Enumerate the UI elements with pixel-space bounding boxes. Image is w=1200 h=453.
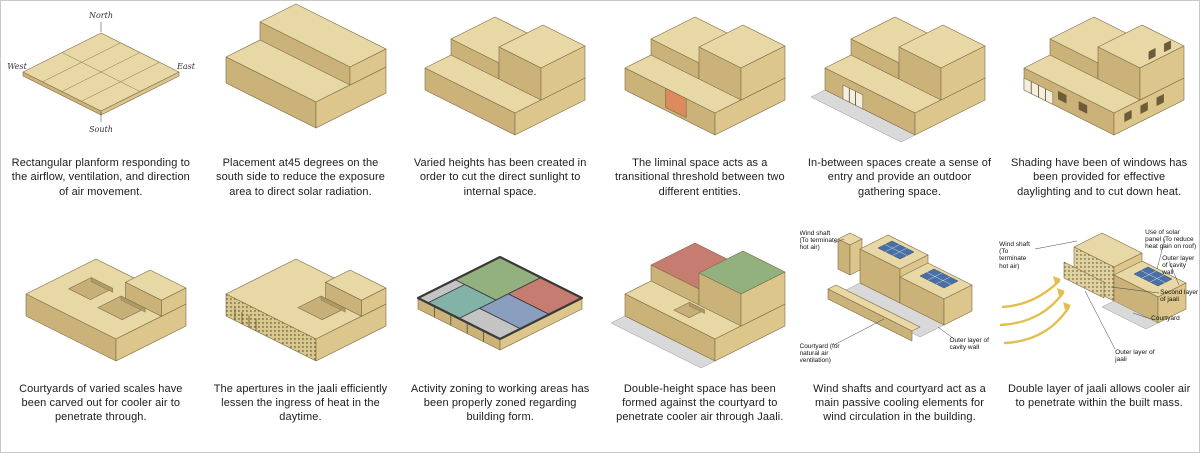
panel-caption: Activity zoning to working areas has bee…: [410, 382, 590, 424]
placement-diagram: [201, 3, 401, 153]
wind-shafts-diagram: Wind shaft (To terminate hot air) Courty…: [800, 229, 1000, 379]
courtyard-floor: [1101, 300, 1159, 329]
cavity-wall: [827, 284, 920, 341]
placement-svg: [225, 3, 386, 129]
panel-placement-45: Placement at45 degrees on the south side…: [201, 1, 401, 227]
jaali-svg: [225, 258, 386, 361]
panel-window-shading: Shading have been of windows has been pr…: [999, 1, 1199, 227]
courtyards-svg: [25, 258, 187, 361]
shaded-windows: [1058, 40, 1172, 122]
panel-caption: Courtyards of varied scales have been ca…: [19, 382, 183, 424]
building-mass: [424, 16, 586, 136]
outer-jaali-wall: [1063, 261, 1105, 298]
leader-lines: [833, 238, 954, 345]
panel-caption: Shading have been of windows has been pr…: [1011, 157, 1188, 198]
panel-activity-zoning: Activity zoning to working areas has bee…: [400, 227, 600, 453]
building-mass: [1023, 16, 1185, 136]
upper-block: [125, 269, 187, 317]
compass-east-label: East: [176, 62, 196, 71]
panel-caption: In-between spaces create a sense of entr…: [807, 157, 992, 198]
panel-in-between-spaces: In-between spaces create a sense of entr…: [800, 1, 1000, 227]
panel-double-jaali: Use of solar panel (To reduce heat gain …: [999, 227, 1199, 453]
compass: North South West East: [7, 11, 196, 134]
double-jaali-svg: [999, 232, 1187, 349]
upper-block: [324, 269, 386, 317]
building-mass: [225, 258, 386, 361]
porch-columns: [234, 308, 256, 331]
panel-wind-shafts: Wind shaft (To terminate hot air) Courty…: [800, 227, 1000, 453]
panel-planform: North South West East Rectangular planfo…: [1, 1, 201, 227]
building-mass: [624, 242, 786, 361]
panel-caption: Double layer of jaali allows cooler air …: [1007, 382, 1191, 409]
building-mass: [225, 3, 386, 129]
liminal-space-svg: [624, 16, 786, 136]
in-between-svg: [810, 16, 985, 143]
building-block-right: [899, 262, 972, 325]
jaali-diagram: [201, 229, 401, 379]
window-shading-diagram: [999, 3, 1199, 153]
compass-north-label: North: [88, 11, 113, 20]
entry-recess: [842, 84, 863, 110]
panel-jaali-apertures: The apertures in the jaali efficiently l…: [201, 227, 401, 453]
panel-double-height: Double-height space has been formed agai…: [600, 227, 800, 453]
double-height-svg: [610, 242, 786, 368]
leader-lines: [1035, 238, 1180, 349]
solar-panel-label: Use of solar panel (To reduce heat gain …: [1145, 228, 1197, 251]
courtyard-label: Courtyard: [1151, 314, 1180, 322]
compass-west-label: West: [7, 62, 27, 71]
panel-varied-heights: Varied heights has been created in order…: [400, 1, 600, 227]
wind-shaft-label: Wind shaft (To terminate hot air): [799, 229, 838, 252]
outer-cavity-wall-label: Outer layer of cavity wall: [1162, 254, 1195, 277]
panel-caption: The apertures in the jaali efficiently l…: [213, 382, 388, 424]
panel-caption: The liminal space acts as a transitional…: [614, 157, 785, 198]
zoning-svg: [417, 255, 584, 350]
wind-shaft: [837, 232, 862, 275]
building-mass: [624, 16, 786, 136]
in-between-diagram: [800, 3, 1000, 153]
varied-heights-diagram: [400, 3, 600, 153]
planform-diagram: North South West East: [1, 3, 201, 153]
outer-jaali-label: Outer layer of jaali: [1115, 348, 1155, 363]
wind-shafts-svg: [827, 232, 972, 345]
planform-plane: [22, 32, 180, 116]
panel-caption: Varied heights has been created in order…: [413, 157, 587, 198]
courtyard-opening: [673, 301, 705, 318]
liminal-threshold: [665, 88, 687, 118]
wind-shaft-label: Wind shaft (To terminate hot air): [999, 240, 1030, 270]
planform-svg: North South West East: [7, 11, 196, 134]
building-block-right: [1113, 260, 1187, 323]
panel-caption: Wind shafts and courtyard act as a main …: [813, 382, 986, 424]
liminal-space-diagram: [600, 3, 800, 153]
outer-cavity-wall-label: Outer layer of cavity wall: [949, 336, 989, 351]
second-jaali-label: Second layer of jaali: [1160, 288, 1199, 303]
arcade-porch: [1023, 77, 1054, 105]
panel-caption: Double-height space has been formed agai…: [616, 382, 784, 424]
building-mass: [25, 258, 187, 361]
compass-south-label: South: [89, 125, 113, 134]
panel-courtyards: Courtyards of varied scales have been ca…: [1, 227, 201, 453]
panel-caption: Rectangular planform responding to the a…: [11, 157, 190, 198]
zoning-plan: [417, 255, 584, 340]
courtyard-label: Courtyard (for natural air ventilation): [799, 342, 840, 365]
panel-liminal-space: The liminal space acts as a transitional…: [600, 1, 800, 227]
wind-arrows: [999, 275, 1072, 344]
double-jaali-diagram: Use of solar panel (To reduce heat gain …: [999, 229, 1199, 379]
courtyards-diagram: [1, 229, 201, 379]
double-height-diagram: [600, 229, 800, 379]
varied-heights-svg: [424, 16, 586, 136]
building-mass: [824, 16, 985, 136]
window-shading-svg: [1023, 16, 1185, 136]
base-walls: [417, 297, 583, 350]
panel-caption: Placement at45 degrees on the south side…: [215, 157, 385, 198]
zoning-diagram: [400, 229, 600, 379]
